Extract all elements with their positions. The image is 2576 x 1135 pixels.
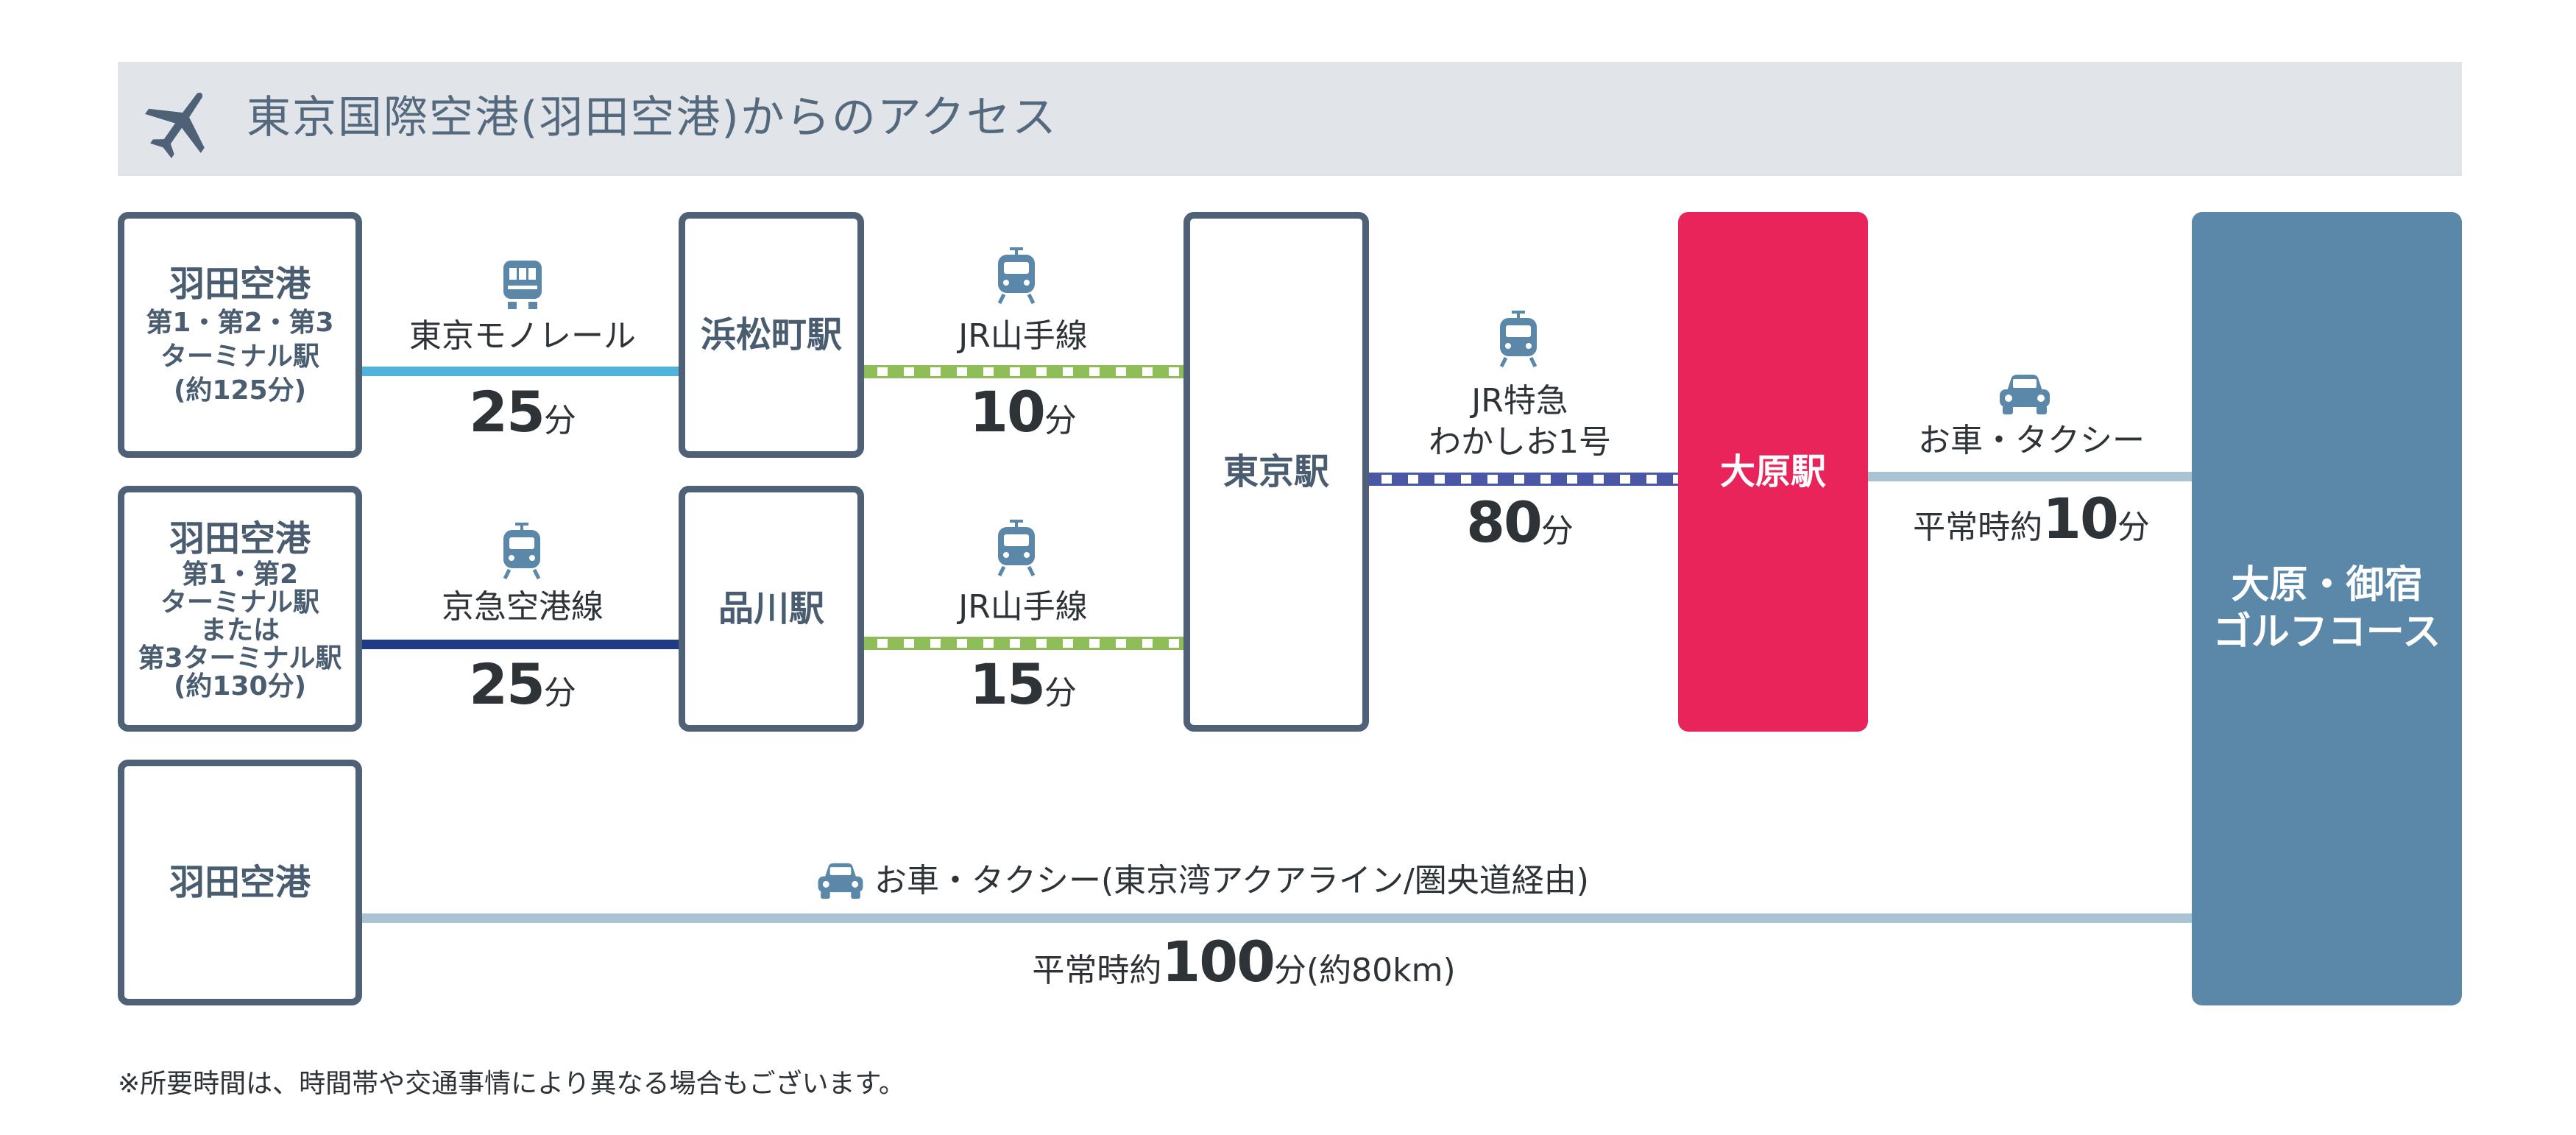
monorail-time: 25分 — [434, 379, 611, 445]
yamanote-time-2: 15分 — [935, 651, 1111, 717]
wakashio-label-2: わかしお1号 — [1429, 423, 1611, 461]
haneda-name: 羽田空港 — [169, 518, 311, 559]
keikyu-label: 京急空港線 — [442, 588, 604, 626]
haneda-terminal-line2: ターミナル駅 — [160, 342, 319, 372]
section-header — [118, 62, 2462, 176]
train-icon-keikyu — [503, 523, 541, 580]
car-short-minutes: 10 — [2042, 486, 2119, 551]
golf-course-box: 大原・御宿 ゴルフコース — [2192, 212, 2462, 1005]
yamanote-label-2: JR山手線 — [958, 588, 1088, 626]
monorail-minutes: 25 — [469, 379, 545, 445]
minutes-unit: 分 — [543, 674, 576, 712]
golf-course-line2: ゴルフコース — [2212, 610, 2441, 654]
keikyu-line — [361, 640, 681, 649]
tokyo-station-box: 東京駅 — [1183, 212, 1369, 732]
minutes-unit: 分 — [1044, 402, 1077, 439]
car-short-line — [1866, 472, 2193, 481]
yamanote-line-2 — [861, 637, 1185, 650]
yamanote-minutes-2: 15 — [969, 651, 1046, 717]
car-long-unit: 分(約80km) — [1273, 952, 1456, 989]
wakashio-label-1: JR特急 — [1471, 382, 1568, 420]
car-icon-short — [2000, 375, 2050, 414]
yamanote-time-1: 10分 — [935, 379, 1111, 445]
train-icon-yamanote-2 — [997, 520, 1036, 577]
golf-course-line1: 大原・御宿 — [2231, 563, 2423, 607]
monorail-line — [361, 367, 681, 376]
haneda-duration: (約130分) — [173, 671, 307, 701]
haneda-box-terminal12-or-3: 羽田空港 第1・第2 ターミナル駅 または 第3ターミナル駅 (約130分) — [118, 486, 362, 732]
car-long-label: お車・タクシー(東京湾アクアライン/圏央道経由) — [874, 862, 1589, 899]
car-long-line — [361, 913, 2193, 923]
airplane-icon — [145, 92, 205, 158]
keikyu-minutes: 25 — [469, 651, 545, 717]
page-title: 東京国際空港(羽田空港)からのアクセス — [247, 92, 1058, 144]
minutes-unit: 分 — [543, 402, 576, 439]
hamamatsucho-station: 浜松町駅 — [700, 314, 842, 356]
minutes-unit: 分 — [1044, 674, 1077, 712]
monorail-icon — [503, 261, 542, 309]
car-icon-long — [818, 863, 863, 899]
monorail-label: 東京モノレール — [409, 317, 636, 355]
train-icon-yamanote-1 — [997, 247, 1036, 305]
yamanote-minutes-1: 10 — [969, 379, 1046, 445]
yamanote-line-1 — [861, 365, 1185, 378]
haneda-terminal-or: または — [199, 615, 280, 646]
minutes-unit: 分 — [1540, 512, 1574, 550]
footnote: ※所要時間は、時間帯や交通事情により異なる場合もございます。 — [118, 1069, 905, 1099]
haneda-terminal-line3: 第3ターミナル駅 — [138, 643, 342, 673]
haneda-terminal-line1: 第1・第2 — [181, 559, 299, 590]
wakashio-time: 80分 — [1432, 489, 1608, 555]
car-long-time: 平常時約100分(約80km) — [957, 929, 1531, 994]
yamanote-label-1: JR山手線 — [958, 317, 1088, 355]
tokyo-station: 東京駅 — [1222, 451, 1329, 492]
keikyu-time: 25分 — [434, 651, 611, 717]
car-short-prefix: 平常時約 — [1913, 509, 2043, 546]
haneda-name: 羽田空港 — [169, 264, 311, 305]
shinagawa-station: 品川駅 — [718, 588, 824, 629]
ohara-station-box: 大原駅 — [1678, 212, 1868, 732]
haneda-terminal-line1: 第1・第2・第3 — [146, 308, 334, 338]
haneda-name: 羽田空港 — [169, 862, 311, 903]
car-short-time: 平常時約10分 — [1869, 486, 2193, 551]
hamamatsucho-station-box: 浜松町駅 — [679, 212, 864, 458]
car-long-prefix: 平常時約 — [1032, 952, 1162, 989]
car-short-label: お車・タクシー — [1918, 422, 2145, 459]
wakashio-line — [1365, 473, 1678, 486]
ohara-station: 大原駅 — [1719, 451, 1826, 492]
haneda-terminal-line2: ターミナル駅 — [160, 587, 319, 618]
haneda-box-terminal123: 羽田空港 第1・第2・第3 ターミナル駅 (約125分) — [118, 212, 362, 458]
shinagawa-station-box: 品川駅 — [679, 486, 864, 732]
haneda-box-car: 羽田空港 — [118, 760, 362, 1005]
minutes-unit: 分 — [2117, 509, 2150, 546]
car-long-minutes: 100 — [1161, 929, 1275, 994]
wakashio-minutes: 80 — [1466, 489, 1543, 555]
haneda-duration: (約125分) — [173, 375, 307, 406]
train-icon-wakashio — [1499, 311, 1538, 368]
